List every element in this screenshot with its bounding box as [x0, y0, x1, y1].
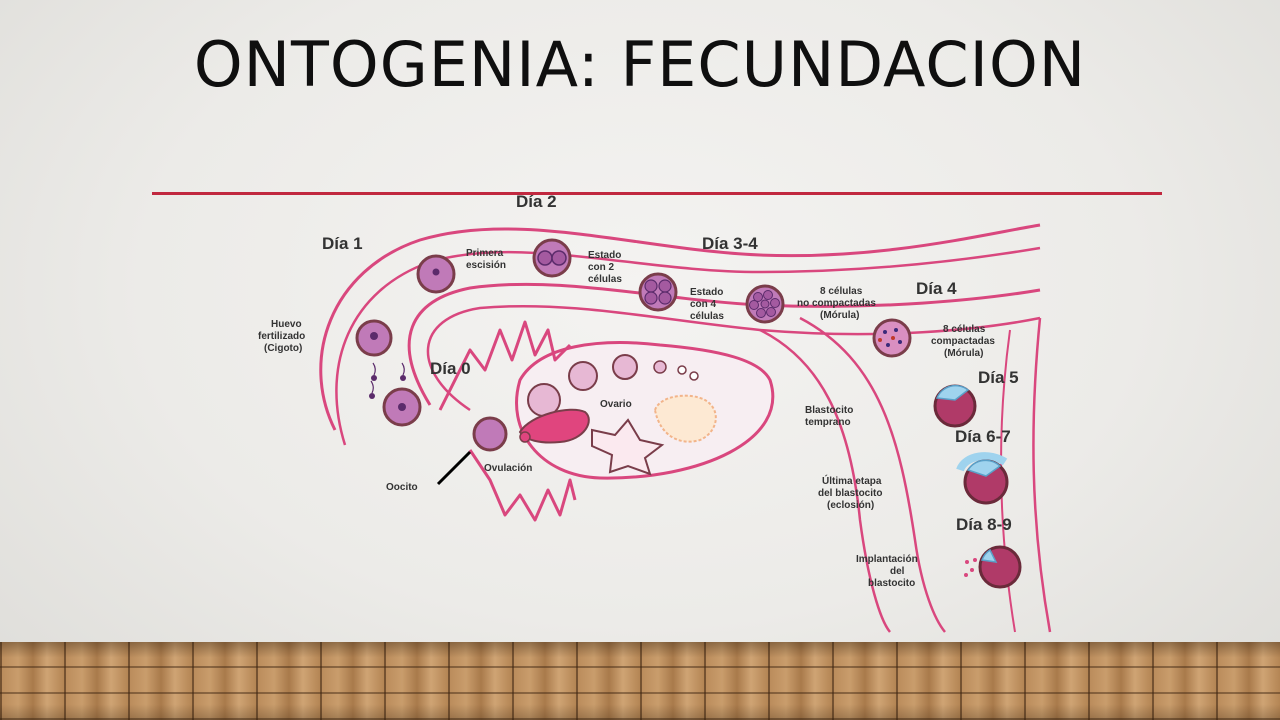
label-oocito: Oocito: [386, 482, 418, 493]
uterus-wall-inner: [799, 316, 946, 633]
label-8-nocompact-2: no compactadas: [797, 298, 876, 309]
label-8-nocompact: 8 células: [820, 286, 863, 297]
label-dia67: Día 6-7: [955, 427, 1011, 446]
label-ultima-etapa: Última etapa: [822, 474, 882, 487]
label-estado-2c: células: [588, 274, 622, 285]
label-blastocito-temprano: Blastocito: [805, 405, 853, 416]
follicle: [568, 361, 598, 391]
oocyte: [472, 416, 508, 452]
label-huevo-3: (Cigoto): [264, 343, 302, 354]
label-estado-4: Estado: [690, 287, 723, 298]
uterus-wall-outer: [759, 328, 891, 633]
label-ultima-etapa-3: (eclosión): [827, 500, 874, 511]
label-estado-2: Estado: [588, 250, 621, 261]
label-dia5: Día 5: [978, 368, 1019, 387]
oocyte-arrow: [436, 450, 472, 486]
blastocyst-day5: [933, 384, 977, 428]
sperm-cluster: [369, 362, 406, 399]
label-dia2: Día 2: [516, 192, 557, 211]
uterus-wall-right: [1032, 317, 1052, 633]
corpus-albicans: [591, 418, 665, 476]
label-huevo: Huevo: [271, 319, 302, 330]
ruptured-follicle: [518, 408, 590, 444]
label-8-compact-2: compactadas: [931, 336, 995, 347]
label-estado-2b: con 2: [588, 262, 615, 273]
label-implantacion: Implantación: [856, 554, 918, 565]
tube-outer-wall: [319, 223, 1041, 431]
label-dia4: Día 4: [916, 279, 957, 298]
fimbriae: [438, 320, 577, 522]
tube-inner-wall: [407, 282, 1041, 406]
blastocyst-implanting: [964, 545, 1022, 589]
label-8-nocompact-3: (Mórula): [820, 310, 859, 321]
label-dia89: Día 8-9: [956, 515, 1012, 534]
slide-title: ONTOGENIA: FECUNDACION: [193, 28, 1087, 101]
eight-cell-noncompact: [745, 284, 785, 324]
label-huevo-2: fertilizado: [258, 331, 305, 342]
label-estado-4b: con 4: [690, 299, 717, 310]
label-8-compact: 8 células: [943, 324, 986, 335]
follicle: [677, 365, 687, 375]
label-dia34: Día 3-4: [702, 234, 758, 253]
label-ovario: Ovario: [600, 399, 632, 410]
label-8-compact-3: (Mórula): [944, 348, 983, 359]
label-ovulacion: Ovulación: [484, 463, 532, 474]
follicle: [689, 371, 699, 381]
follicle: [612, 354, 638, 380]
floor-shade: [0, 642, 1280, 720]
corpus-luteum: [653, 394, 717, 443]
follicle: [653, 360, 667, 374]
label-primera-escision: Primera: [466, 248, 504, 259]
label-implantacion-3: blastocito: [868, 578, 915, 589]
two-cell-stage: [532, 238, 572, 278]
label-ultima-etapa-2: del blastocito: [818, 488, 882, 499]
label-primera-escision-2: escisión: [466, 260, 506, 271]
label-dia1: Día 1: [322, 234, 363, 253]
morula-compact: [872, 318, 912, 358]
label-estado-4c: células: [690, 311, 724, 322]
tube-outer-wall-2: [335, 246, 1041, 446]
title-rule: [152, 192, 1162, 195]
blastocyst-day67: [956, 452, 1009, 505]
label-blastocito-temprano-2: temprano: [805, 417, 851, 428]
wood-floor: [0, 642, 1280, 720]
four-cell-stage: [638, 272, 678, 312]
released-oocyte-small: [519, 431, 531, 443]
label-dia0: Día 0: [430, 359, 471, 378]
tube-inner-wall-2: [426, 304, 1041, 412]
label-implantacion-2: del: [890, 566, 905, 577]
